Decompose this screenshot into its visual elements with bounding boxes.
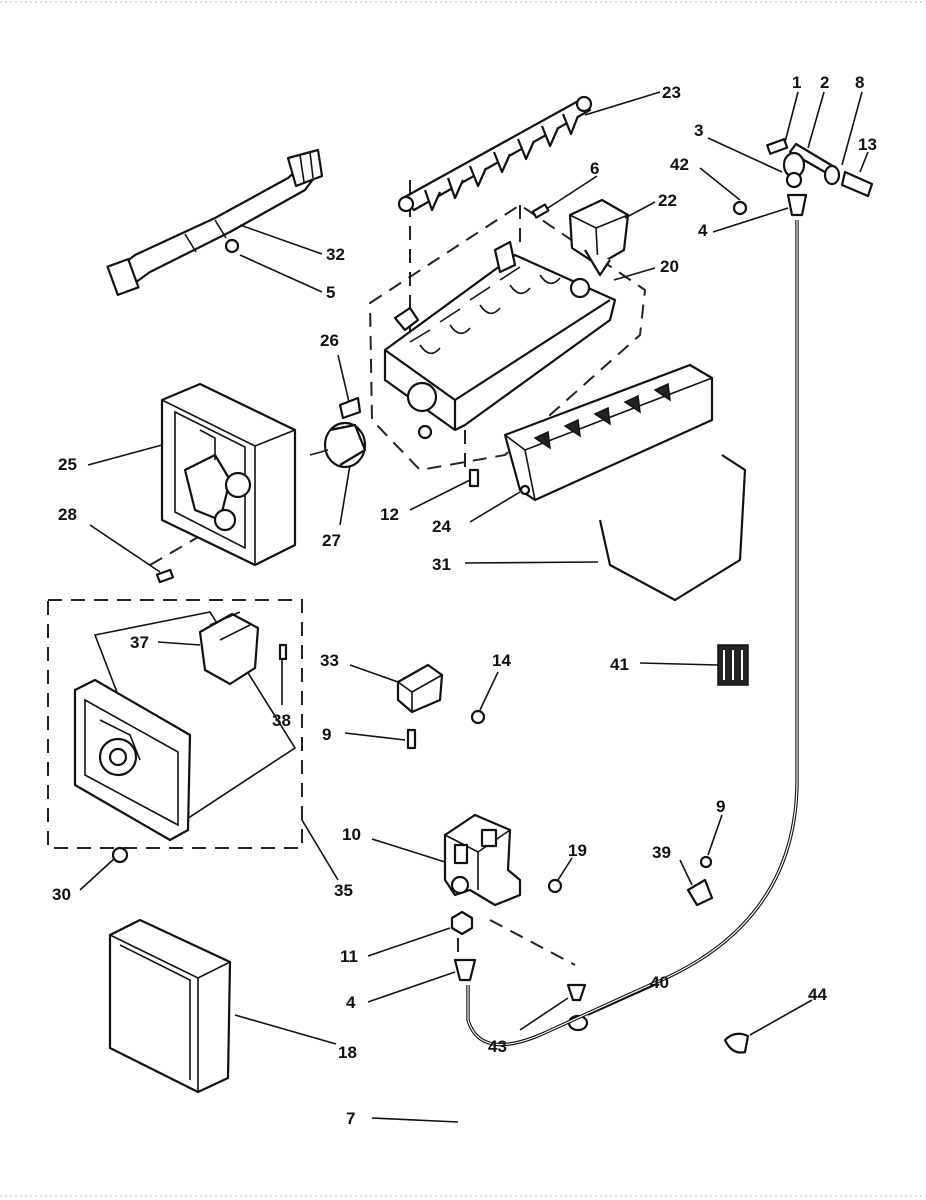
callout-5: 5 — [326, 283, 335, 302]
callout-38: 38 — [272, 711, 291, 730]
ice-maker-assembly-outline — [368, 203, 647, 472]
nut-part-30 — [111, 846, 129, 864]
callout-18: 18 — [338, 1043, 357, 1062]
callout-labels: 1 2 8 3 13 42 4 23 6 22 20 32 5 26 25 27… — [52, 73, 877, 1128]
clamp-part — [686, 855, 714, 907]
water-valve-part — [443, 813, 522, 907]
callout-33: 33 — [320, 651, 339, 670]
callout-7: 7 — [346, 1109, 355, 1128]
callout-32: 32 — [326, 245, 345, 264]
callout-12: 12 — [380, 505, 399, 524]
module-kit-outline — [47, 599, 303, 849]
ice-maker-mold-part — [383, 240, 617, 440]
cover-part — [108, 918, 232, 1094]
shut-off-arm-part — [598, 454, 747, 602]
callout-43: 43 — [488, 1037, 507, 1056]
callout-9-lower: 9 — [716, 797, 725, 816]
callout-44: 44 — [808, 985, 827, 1004]
callout-6: 6 — [590, 159, 599, 178]
callout-41: 41 — [610, 655, 629, 674]
callout-11: 11 — [340, 947, 358, 966]
tube-clip-part — [717, 644, 749, 686]
screw-part-28 — [155, 568, 175, 584]
nut-part-11 — [450, 910, 474, 936]
screw-part-38 — [278, 643, 288, 661]
callout-40: 40 — [650, 973, 669, 992]
callout-20: 20 — [660, 257, 679, 276]
callout-4-upper: 4 — [698, 221, 708, 240]
callout-1: 1 — [792, 73, 801, 92]
callout-8: 8 — [855, 73, 864, 92]
screw-part-12 — [468, 468, 480, 488]
callout-13: 13 — [858, 135, 877, 154]
callout-14: 14 — [492, 651, 511, 670]
callout-27: 27 — [322, 531, 341, 550]
callout-2: 2 — [820, 73, 829, 92]
callout-3: 3 — [694, 121, 703, 140]
callout-9-upper: 9 — [322, 725, 331, 744]
guide-line — [489, 919, 576, 966]
callout-26: 26 — [320, 331, 339, 350]
screw-part-9a — [406, 728, 417, 750]
mold-heater-part — [503, 363, 714, 502]
module-kit-part — [73, 611, 297, 842]
callout-23: 23 — [662, 83, 681, 102]
screw-part-14 — [470, 709, 486, 725]
callout-35: 35 — [334, 881, 353, 900]
callout-25: 25 — [58, 455, 77, 474]
control-housing-part — [160, 382, 297, 567]
callout-37: 37 — [130, 633, 149, 652]
callout-28: 28 — [58, 505, 77, 524]
callout-19: 19 — [568, 841, 587, 860]
screw-part-19 — [547, 878, 563, 894]
callout-4-lower: 4 — [346, 993, 356, 1012]
inlet-fitting-parts — [766, 138, 874, 217]
callout-22: 22 — [658, 191, 677, 210]
insert-part-4-lower — [453, 958, 477, 982]
wire-harness-part — [106, 148, 324, 296]
clip-part-44 — [723, 1032, 750, 1054]
insert-part-43 — [566, 983, 587, 1002]
motor-part — [309, 421, 367, 469]
clip-part — [338, 396, 362, 420]
callout-24: 24 — [432, 517, 451, 536]
leader-lines — [79, 91, 869, 1123]
screw-part-42 — [732, 200, 748, 216]
callout-10: 10 — [342, 825, 361, 844]
callout-39: 39 — [652, 843, 671, 862]
screw-part-6 — [531, 203, 550, 219]
bracket-part — [396, 663, 444, 714]
ejector-part — [397, 95, 593, 213]
fill-cup-part — [568, 198, 630, 277]
callout-42: 42 — [670, 155, 689, 174]
callout-30: 30 — [52, 885, 71, 904]
callout-31: 31 — [432, 555, 451, 574]
